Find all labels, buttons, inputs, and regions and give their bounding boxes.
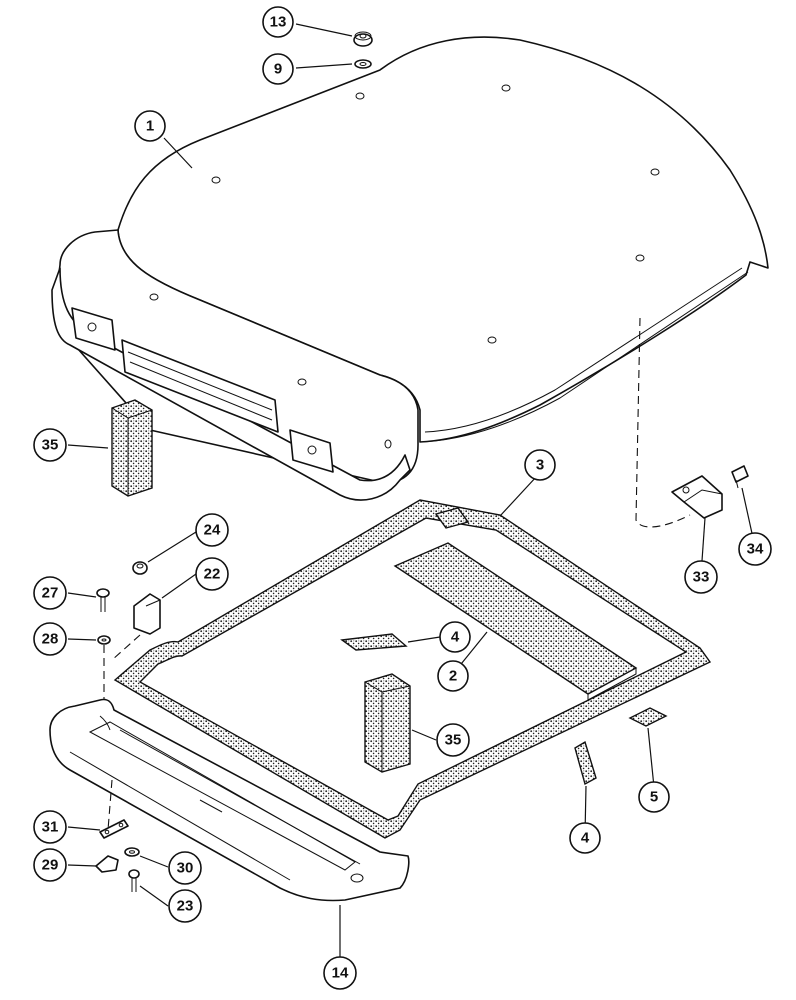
callout-4-upper: 4 <box>439 621 471 653</box>
callout-label: 33 <box>693 569 710 586</box>
callout-2: 2 <box>437 660 469 692</box>
callout-5: 5 <box>638 781 670 813</box>
callout-label: 4 <box>581 830 590 847</box>
callout-label: 34 <box>747 541 764 558</box>
callout-23: 23 <box>168 889 202 923</box>
seal-gasket-3 <box>113 499 712 839</box>
callout-label: 5 <box>650 789 658 806</box>
roof-bolt-holes <box>149 84 660 449</box>
callout-34: 34 <box>738 532 772 566</box>
callout-13: 13 <box>262 6 294 38</box>
dashed-guide-bracket-22 <box>111 634 141 661</box>
callout-label: 2 <box>449 668 457 685</box>
washer-30 <box>124 847 140 857</box>
foam-block-35-lower <box>364 673 411 773</box>
callout-label: 28 <box>42 631 59 648</box>
callout-27: 27 <box>33 576 67 610</box>
callout-label: 24 <box>204 522 221 539</box>
callout-3: 3 <box>524 449 556 481</box>
callout-label: 3 <box>536 457 544 474</box>
callout-label: 22 <box>204 566 221 583</box>
foam-block-35-upper <box>111 399 153 497</box>
bolt-27 <box>96 588 110 612</box>
callout-35-upper: 35 <box>33 428 67 462</box>
screw-34 <box>731 465 749 489</box>
nut-24 <box>132 561 148 575</box>
washer-28 <box>97 635 111 645</box>
callout-31: 31 <box>33 810 67 844</box>
callout-28: 28 <box>33 622 67 656</box>
bracket-33 <box>671 475 723 519</box>
nut-13 <box>353 31 373 47</box>
bracket-22 <box>133 593 161 635</box>
callout-4-lower: 4 <box>569 822 601 854</box>
callout-label: 1 <box>146 118 154 135</box>
dashed-guide-bracket <box>635 317 691 528</box>
foam-pad-4-lower <box>574 740 597 786</box>
callout-33: 33 <box>684 560 718 594</box>
callout-30: 30 <box>168 851 202 885</box>
callout-label: 13 <box>270 14 287 31</box>
callout-label: 29 <box>42 857 59 874</box>
callout-24: 24 <box>195 513 229 547</box>
callout-label: 27 <box>42 585 59 602</box>
foam-pad-4-upper <box>340 633 408 651</box>
callout-label: 14 <box>332 965 349 982</box>
callout-35-lower: 35 <box>436 723 470 757</box>
callout-1: 1 <box>134 110 166 142</box>
foam-strip-2 <box>393 542 638 701</box>
leader-lines <box>67 23 756 957</box>
callout-9: 9 <box>262 53 294 85</box>
callout-label: 31 <box>42 819 59 836</box>
washer-9 <box>354 59 372 69</box>
latch-29 <box>95 855 119 873</box>
plate-31 <box>99 819 129 839</box>
callout-label: 4 <box>451 629 460 646</box>
front-trim-tray-14 <box>49 698 410 902</box>
callout-label: 30 <box>177 860 194 877</box>
foam-pad-5 <box>628 707 668 727</box>
roof-canopy <box>51 36 769 501</box>
screw-23 <box>128 869 140 892</box>
callout-label: 35 <box>445 732 462 749</box>
callout-14: 14 <box>323 956 357 990</box>
dashed-guide-latch <box>107 779 113 831</box>
callout-29: 29 <box>33 848 67 882</box>
callout-label: 9 <box>274 61 282 78</box>
callout-22: 22 <box>195 557 229 591</box>
callout-label: 23 <box>177 898 194 915</box>
callout-label: 35 <box>42 437 59 454</box>
